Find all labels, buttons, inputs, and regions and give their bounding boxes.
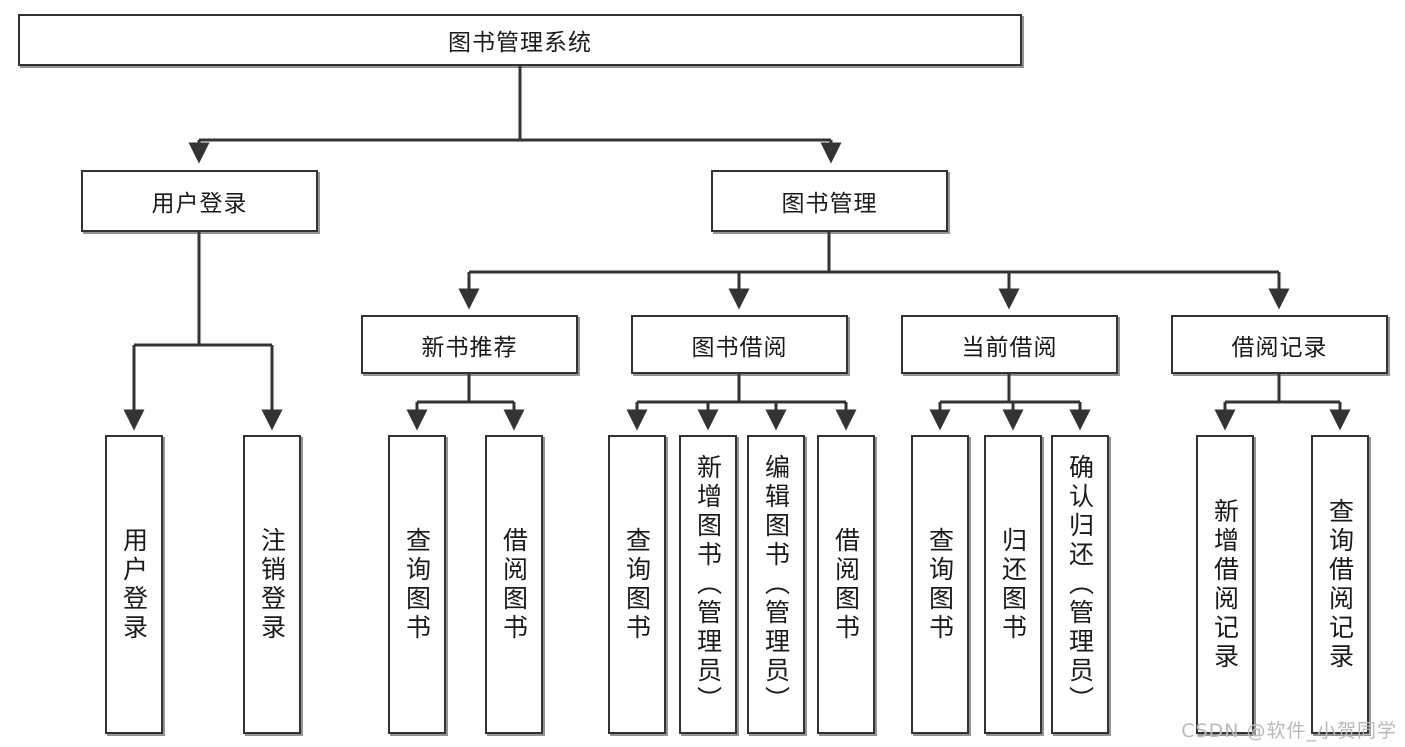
node-leaf-query-book-2[interactable]: 查询图书 bbox=[608, 435, 666, 734]
node-leaf-edit-book[interactable]: 编辑图书（管理员） bbox=[747, 435, 805, 734]
node-leaf-add-book[interactable]: 新增图书（管理员） bbox=[679, 435, 737, 734]
node-label: 借阅图书 bbox=[831, 526, 861, 643]
node-label: 查询图书 bbox=[925, 526, 955, 643]
node-user-login[interactable]: 用户登录 bbox=[81, 170, 318, 232]
node-label: 注销登录 bbox=[257, 526, 287, 643]
node-label: 确认归还（管理员） bbox=[1065, 454, 1095, 715]
node-leaf-query-borrow-record[interactable]: 查询借阅记录 bbox=[1311, 435, 1369, 734]
node-label: 图书管理 bbox=[781, 191, 878, 217]
node-leaf-confirm-return[interactable]: 确认归还（管理员） bbox=[1051, 435, 1109, 734]
node-leaf-user-login[interactable]: 用户登录 bbox=[105, 435, 163, 734]
node-label: 用户登录 bbox=[151, 191, 248, 217]
node-label: 图书管理系统 bbox=[448, 30, 592, 56]
node-borrow-record[interactable]: 借阅记录 bbox=[1171, 315, 1388, 374]
node-label: 用户登录 bbox=[119, 526, 149, 643]
node-book-borrow[interactable]: 图书借阅 bbox=[631, 315, 848, 374]
node-leaf-add-borrow-record[interactable]: 新增借阅记录 bbox=[1196, 435, 1254, 734]
node-leaf-query-book-1[interactable]: 查询图书 bbox=[388, 435, 446, 734]
node-root-system[interactable]: 图书管理系统 bbox=[18, 14, 1022, 66]
node-label: 当前借阅 bbox=[961, 334, 1058, 361]
node-label: 查询图书 bbox=[402, 526, 432, 643]
node-leaf-logout-login[interactable]: 注销登录 bbox=[243, 435, 301, 734]
node-leaf-return-book[interactable]: 归还图书 bbox=[984, 435, 1042, 734]
node-book-management[interactable]: 图书管理 bbox=[711, 170, 948, 232]
node-leaf-borrow-book-2[interactable]: 借阅图书 bbox=[817, 435, 875, 734]
node-leaf-borrow-book-1[interactable]: 借阅图书 bbox=[485, 435, 543, 734]
node-label: 编辑图书（管理员） bbox=[761, 454, 791, 715]
node-label: 图书借阅 bbox=[691, 334, 788, 361]
node-label: 查询图书 bbox=[622, 526, 652, 643]
node-leaf-query-book-3[interactable]: 查询图书 bbox=[911, 435, 969, 734]
node-label: 新增图书（管理员） bbox=[693, 454, 723, 715]
node-label: 查询借阅记录 bbox=[1325, 497, 1355, 672]
node-label: 新增借阅记录 bbox=[1210, 497, 1240, 672]
node-label: 新书推荐 bbox=[421, 334, 518, 361]
node-current-borrow[interactable]: 当前借阅 bbox=[901, 315, 1118, 374]
node-label: 借阅图书 bbox=[499, 526, 529, 643]
watermark-text: CSDN @软件_小贺同学 bbox=[1181, 720, 1397, 742]
node-new-book-recommend[interactable]: 新书推荐 bbox=[361, 315, 578, 374]
node-label: 借阅记录 bbox=[1231, 334, 1328, 361]
node-label: 归还图书 bbox=[998, 526, 1028, 643]
